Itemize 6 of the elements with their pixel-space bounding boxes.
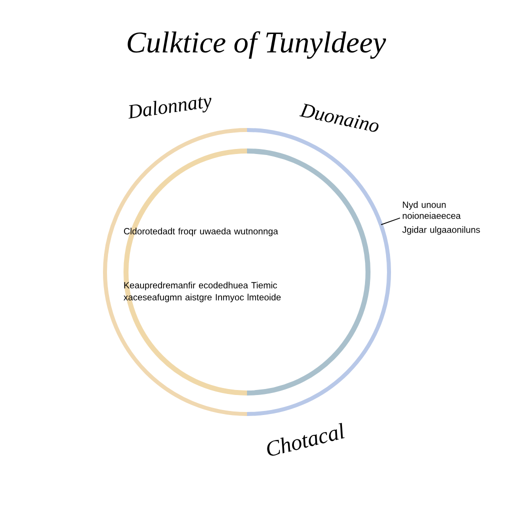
note-text: Nyd unoun noioneiaeecea Jgidar ulgaaoniluns [402, 201, 480, 235]
body-text: Cldorotedadt froqr uwaeda wutnonnga [124, 228, 278, 236]
title: Culktice of Tunyldeey [128, 31, 386, 59]
leader-line [380, 218, 400, 226]
section-heading: Duonaino [299, 104, 378, 132]
body-text: Keaupredremanfir ecodedhuea Tiemic xaceseafugmn aistgre Inmyoc lmteoide [124, 282, 281, 302]
